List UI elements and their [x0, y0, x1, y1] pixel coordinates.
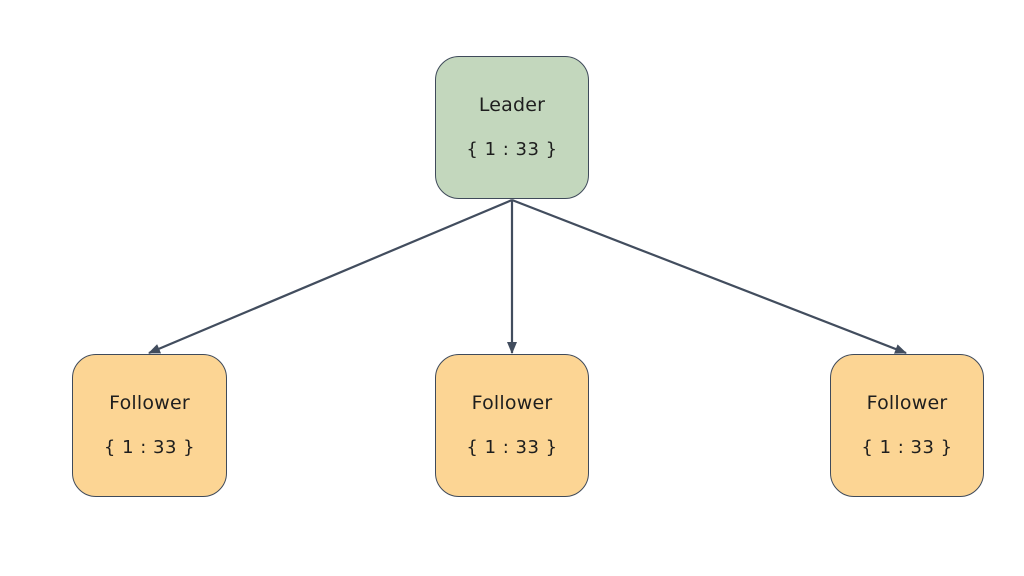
edge-leader-to-follower-1 — [148, 198, 513, 355]
follower-label: Follower — [866, 392, 948, 414]
follower-value: { 1 : 33 } — [466, 437, 558, 458]
follower-node-2: Follower { 1 : 33 } — [435, 354, 589, 497]
edge-leader-to-follower-3 — [511, 198, 907, 355]
follower-node-1: Follower { 1 : 33 } — [72, 354, 227, 497]
follower-label: Follower — [471, 392, 553, 414]
follower-value: { 1 : 33 } — [103, 437, 196, 458]
leader-label: Leader — [478, 94, 546, 116]
leader-node: Leader { 1 : 33 } — [435, 56, 589, 199]
follower-label: Follower — [109, 392, 190, 414]
follower-node-3: Follower { 1 : 33 } — [830, 354, 984, 497]
leader-value: { 1 : 33 } — [466, 139, 558, 160]
follower-value: { 1 : 33 } — [861, 437, 953, 458]
